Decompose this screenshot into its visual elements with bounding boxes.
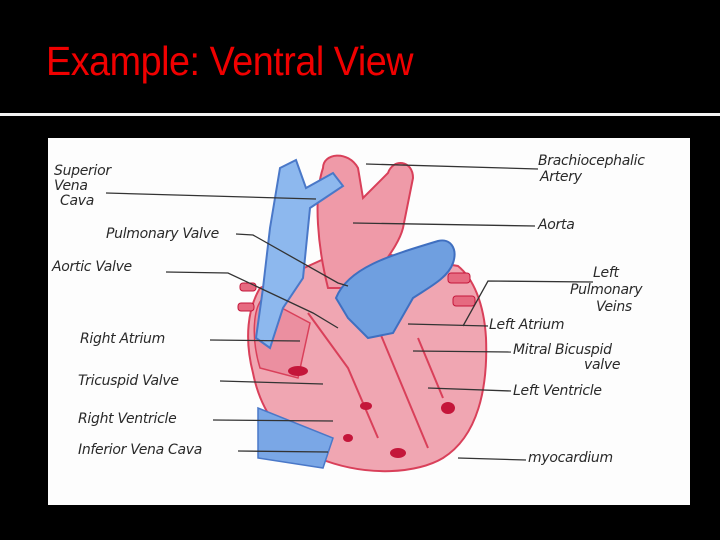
label-left-pulmonary-veins-line2: Pulmonary: [570, 282, 643, 298]
title-divider: [0, 113, 720, 116]
label-mitral-bicuspid-valve-line1: Mitral Bicuspid: [513, 342, 612, 358]
label-superior-vena-cava-line1: Superior: [54, 163, 111, 179]
label-brachiocephalic-artery-line2: Artery: [540, 169, 582, 185]
label-left-atrium: Left Atrium: [489, 317, 565, 333]
label-superior-vena-cava-line3: Cava: [60, 193, 95, 209]
label-left-pulmonary-veins-line3: Veins: [596, 299, 632, 315]
slide-title: Example: Ventral View: [46, 38, 414, 84]
label-aorta: Aorta: [538, 217, 575, 233]
heart-illustration: [105, 154, 594, 473]
label-aortic-valve: Aortic Valve: [52, 259, 132, 275]
label-pulmonary-valve: Pulmonary Valve: [106, 226, 219, 242]
label-superior-vena-cava-line2: Vena: [54, 178, 88, 194]
label-left-ventricle: Left Ventricle: [513, 383, 602, 399]
heart-diagram: Superior Vena Cava Pulmonary Valve Aorti…: [48, 138, 690, 505]
label-myocardium: myocardium: [528, 450, 613, 466]
label-tricuspid-valve: Tricuspid Valve: [78, 373, 179, 389]
label-right-atrium: Right Atrium: [80, 331, 165, 347]
label-left-pulmonary-veins-line1: Left: [593, 265, 619, 281]
label-inferior-vena-cava: Inferior Vena Cava: [78, 442, 203, 458]
label-right-ventricle: Right Ventricle: [78, 411, 177, 427]
label-brachiocephalic-artery-line1: Brachiocephalic: [538, 153, 645, 169]
label-mitral-bicuspid-valve-line2: valve: [584, 357, 621, 373]
